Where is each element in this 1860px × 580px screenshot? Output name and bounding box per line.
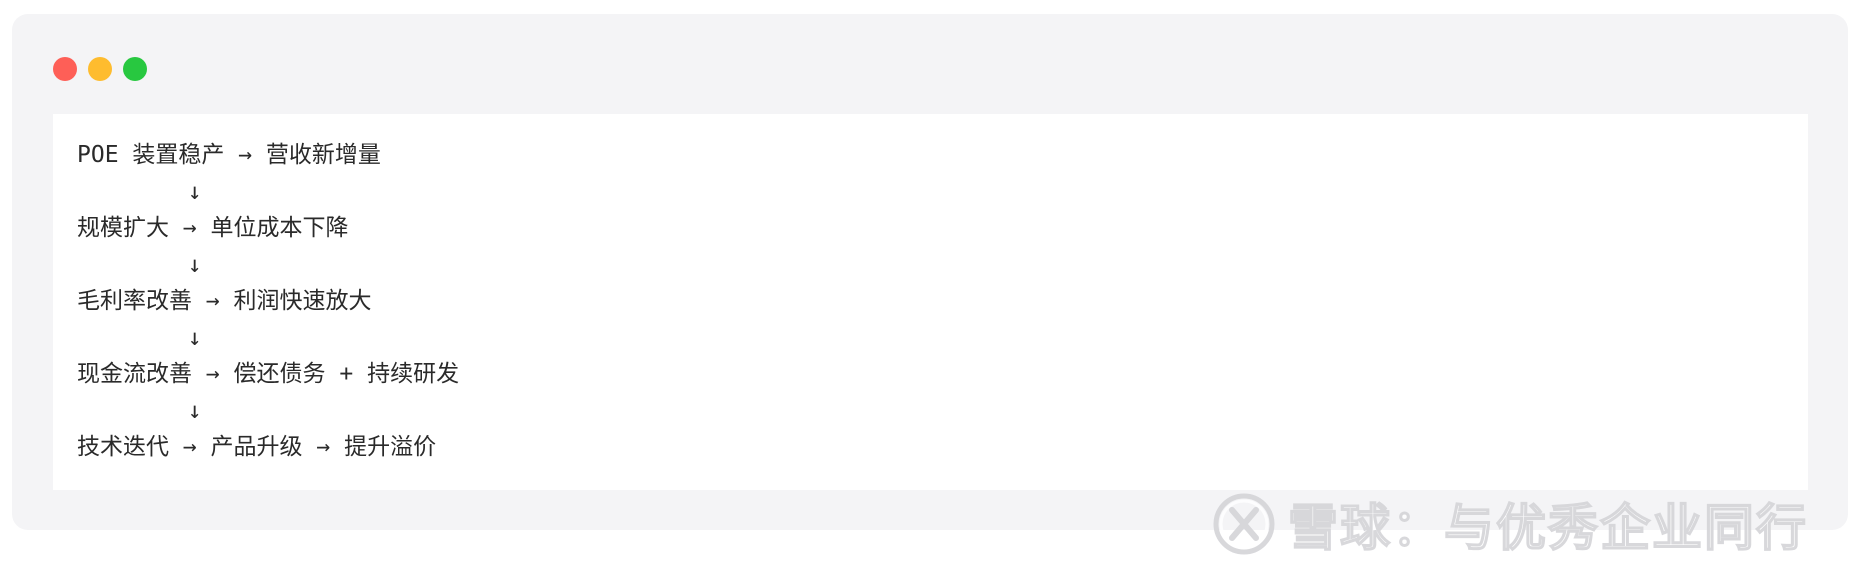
code-line: ↓ (77, 324, 202, 351)
close-button[interactable] (53, 57, 77, 81)
code-line: 毛利率改善 → 利润快速放大 (77, 288, 372, 314)
watermark: 雪球：与优秀企业同行 (1212, 488, 1808, 560)
minimize-button[interactable] (88, 57, 112, 81)
code-line: 技术迭代 → 产品升级 → 提升溢价 (77, 434, 437, 460)
zoom-button[interactable] (123, 57, 147, 81)
code-line: 现金流改善 → 偿还债务 + 持续研发 (77, 361, 460, 387)
xueqiu-logo-icon (1213, 493, 1275, 555)
code-block: POE 装置稳产 → 营收新增量 ↓ 规模扩大 → 单位成本下降 ↓ 毛利率改善 →… (53, 114, 1808, 490)
code-line: ↓ (77, 397, 202, 424)
code-line: ↓ (77, 178, 202, 205)
code-content: POE 装置稳产 → 营收新增量 ↓ 规模扩大 → 单位成本下降 ↓ 毛利率改善 →… (77, 137, 459, 466)
code-line: 规模扩大 → 单位成本下降 (77, 215, 349, 241)
code-line: ↓ (77, 251, 202, 278)
window-controls (53, 57, 147, 81)
code-line: POE 装置稳产 → 营收新增量 (77, 142, 381, 168)
code-window: POE 装置稳产 → 营收新增量 ↓ 规模扩大 → 单位成本下降 ↓ 毛利率改善 →… (12, 14, 1848, 530)
watermark-text: 雪球：与优秀企业同行 (1287, 498, 1808, 558)
